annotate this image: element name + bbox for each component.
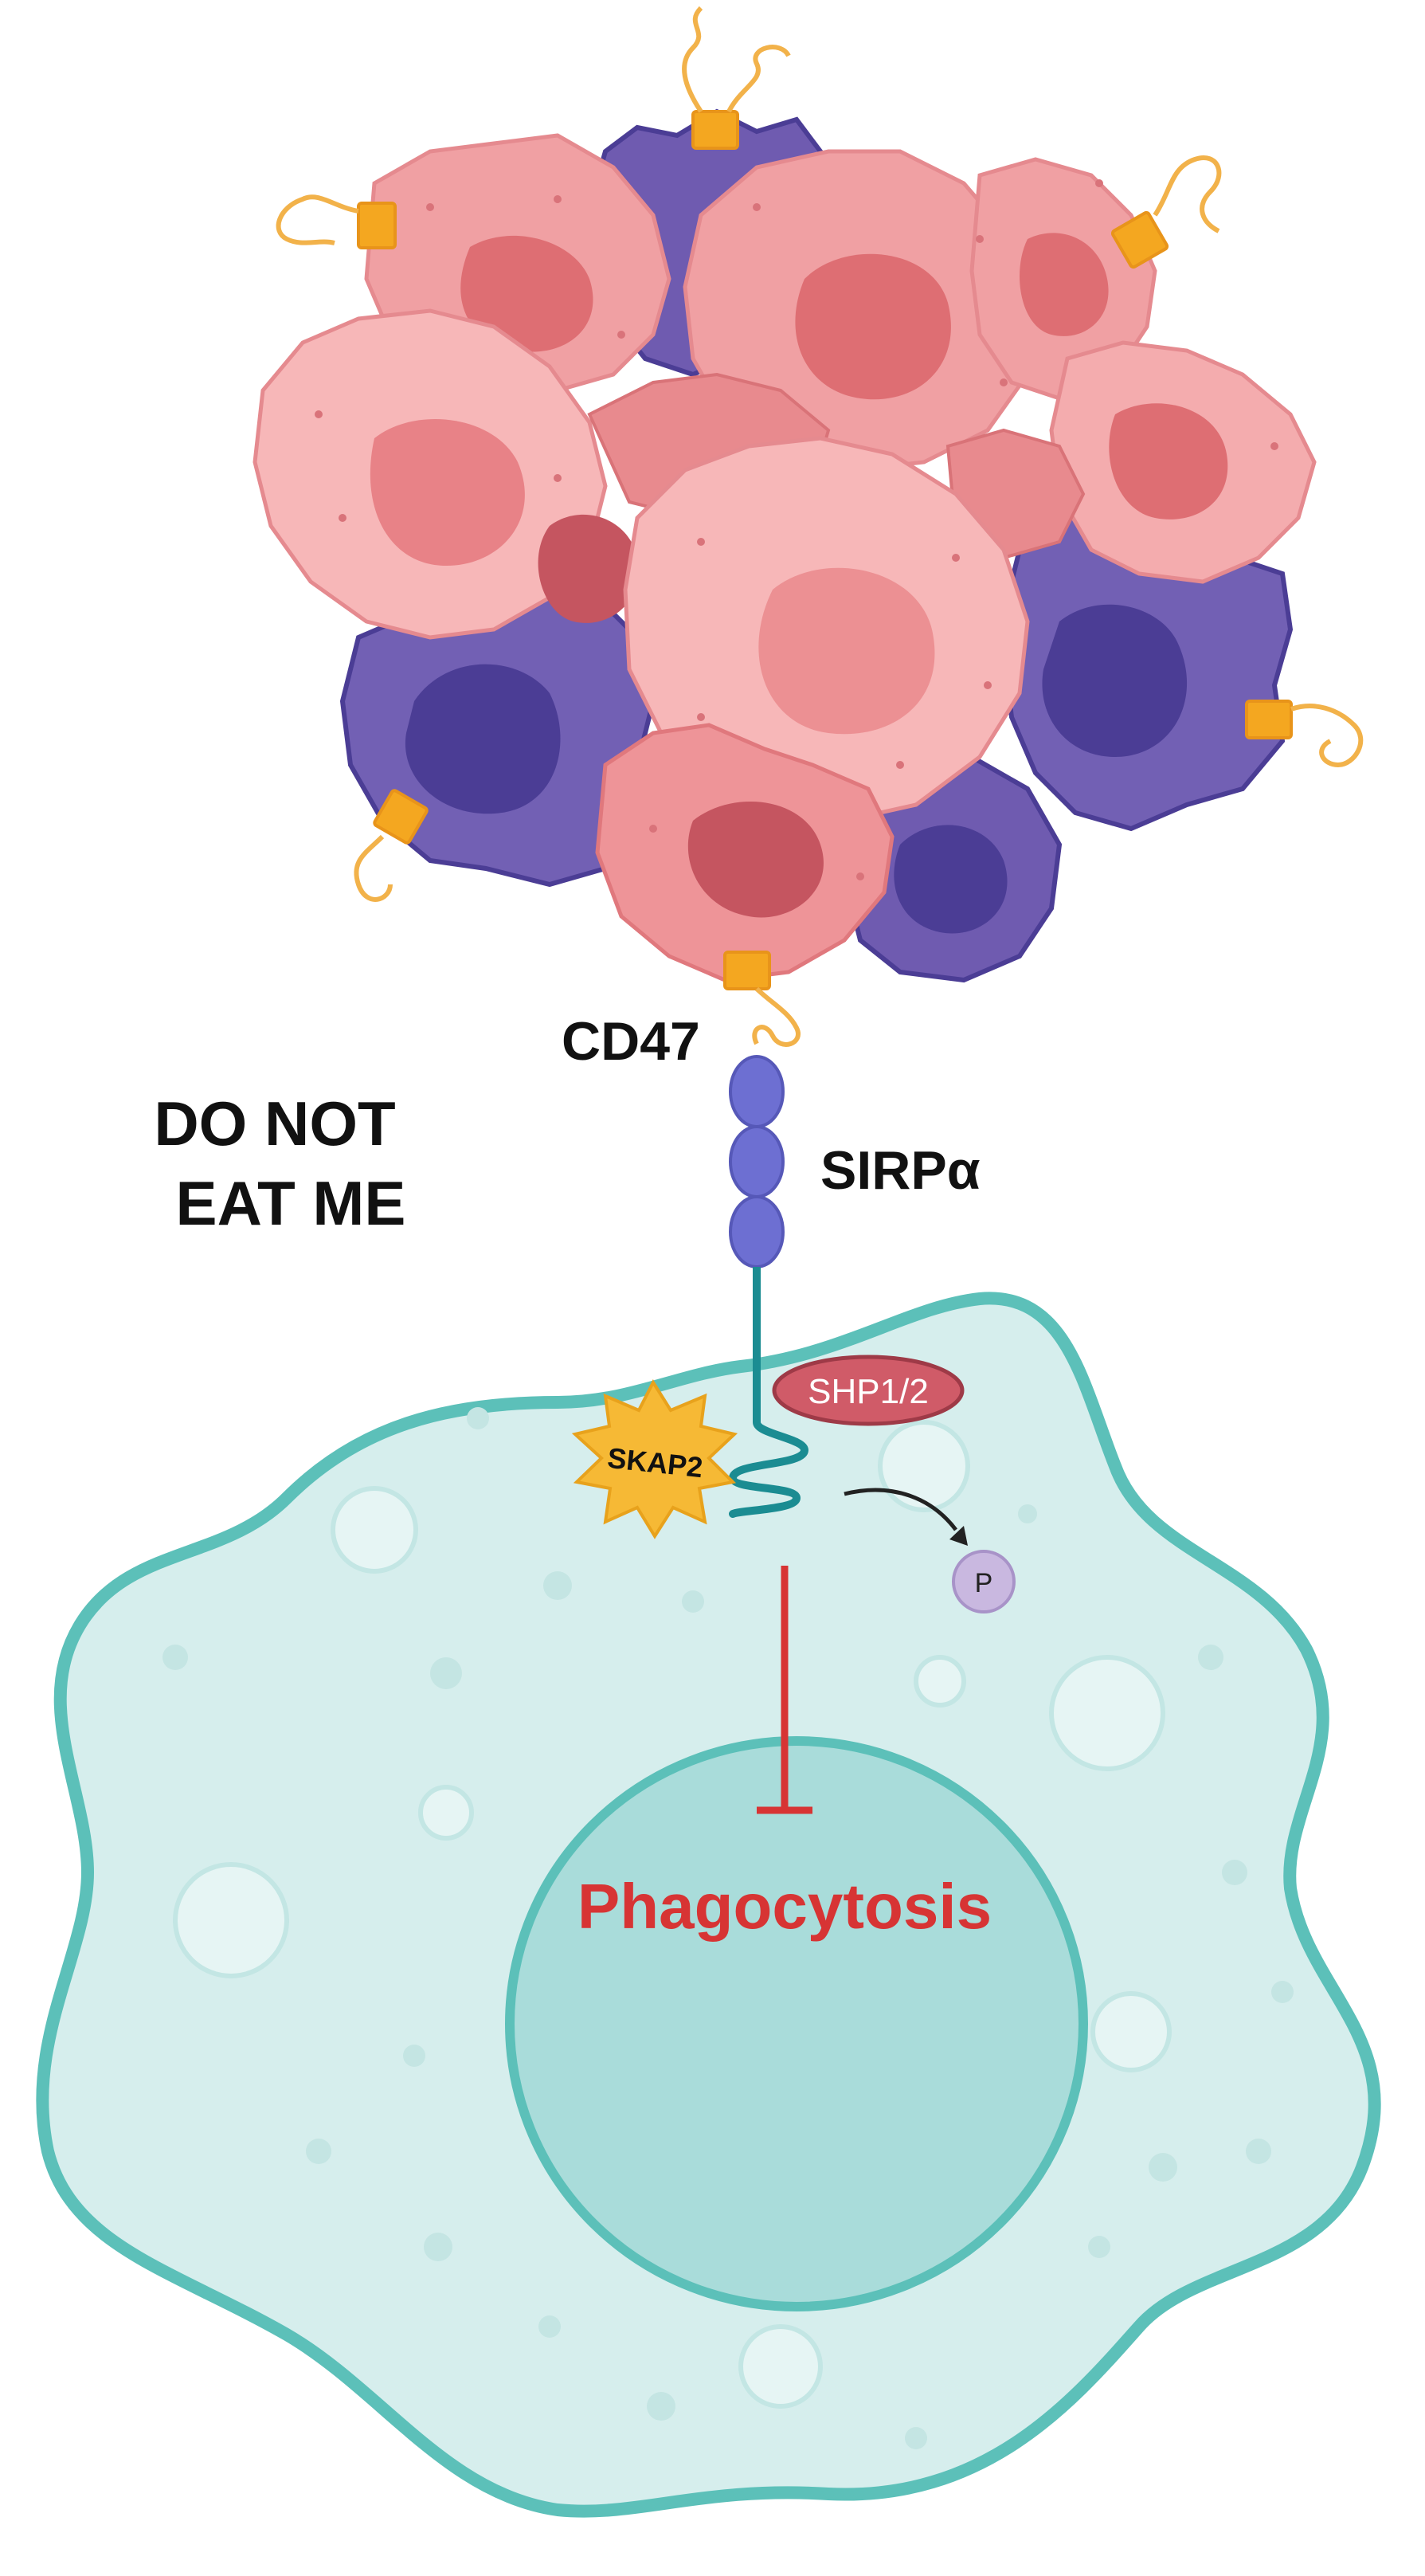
- cd47-label: CD47: [562, 1011, 700, 1072]
- vesicles: [173, 1420, 1172, 2409]
- skap2-star: [571, 1378, 738, 1539]
- vesicle: [914, 1655, 966, 1708]
- cd47-receptor: [682, 6, 791, 150]
- tumor-cell-pink-right: [1049, 340, 1317, 584]
- cd47-receptor: [354, 789, 429, 902]
- cd47-receptors: [276, 6, 1364, 1047]
- cd47-receptor: [1245, 700, 1364, 768]
- phosphate-label: P: [975, 1568, 993, 1598]
- cell-surface-dots: [315, 179, 1278, 880]
- vesicle: [1049, 1655, 1165, 1771]
- vesicle: [1090, 1991, 1172, 2072]
- macrophage-nucleus: [505, 1736, 1088, 2311]
- tumor-cell-purple-bottom: [841, 754, 1063, 983]
- tumor-cell-cluster: [253, 108, 1317, 983]
- shp-complex: SHP1/2: [772, 1355, 965, 1426]
- sirpa-domain: [729, 1195, 785, 1268]
- vesicle: [331, 1486, 418, 1574]
- vesicle: [418, 1785, 474, 1841]
- arrowhead: [949, 1526, 968, 1546]
- dont-eat-me-line-1: DO NOT: [154, 1088, 395, 1159]
- phosphorylation-arrow: [844, 1488, 957, 1531]
- sirpa-receptor: [728, 1055, 809, 1518]
- phagocytosis-label: Phagocytosis: [577, 1871, 992, 1942]
- vesicle: [173, 1862, 289, 1978]
- shp-oval: [772, 1355, 965, 1426]
- shp-label: SHP1/2: [808, 1372, 929, 1411]
- skap2-complex: SKAP2: [571, 1378, 738, 1539]
- sirpa-domain: [729, 1055, 785, 1128]
- cd47-receptor: [1110, 155, 1222, 269]
- cd47-receptor-bound: [723, 951, 801, 1047]
- phosphate-group: P: [952, 1550, 1016, 1613]
- tumor-cell-pink-topright: [969, 157, 1157, 401]
- vesicle: [878, 1420, 970, 1512]
- sirpa-label: SIRPα: [820, 1140, 981, 1201]
- macrophage-cell: [36, 1292, 1381, 2518]
- sirpa-intracellular-tail: [728, 1366, 809, 1518]
- tumor-cell-pink-center: [623, 436, 1030, 823]
- tumor-cell-pink-bottom: [595, 723, 895, 982]
- dont-eat-me-line-2: EAT ME: [176, 1168, 406, 1238]
- cd47-receptor: [276, 194, 397, 249]
- vesicle: [738, 2324, 823, 2409]
- sirpa-domain: [729, 1125, 785, 1198]
- inhibition-bar: [757, 1566, 812, 1814]
